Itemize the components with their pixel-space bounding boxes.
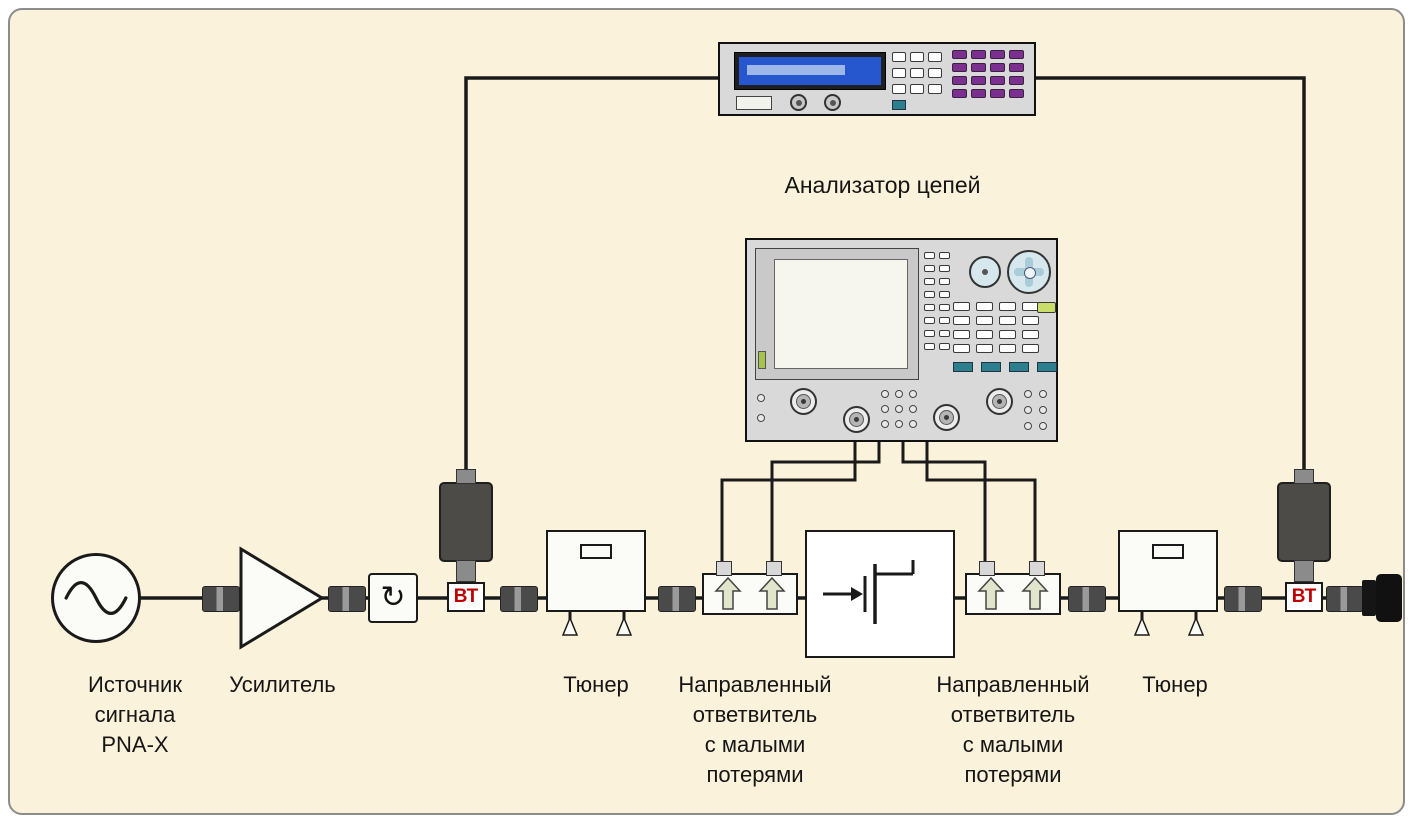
bt-badge-right: ВТ	[1285, 582, 1323, 612]
analyzer-wire-4	[925, 440, 1037, 574]
teal-key[interactable]	[1009, 362, 1029, 372]
coax-connector	[328, 586, 366, 612]
rf-port-3[interactable]	[933, 404, 960, 431]
circulator-arrow-icon: ↻	[380, 581, 406, 614]
tuner-slot	[1152, 544, 1184, 559]
rf-port-4[interactable]	[986, 388, 1013, 415]
coupler-port-stub	[1029, 561, 1045, 576]
analyzer-wire-1	[720, 440, 857, 574]
bt-text: ВТ	[1291, 586, 1317, 607]
port-pin	[801, 399, 806, 404]
directional-coupler-right	[965, 561, 1061, 615]
module-top-stub	[456, 469, 476, 484]
screen-bezel	[755, 248, 919, 380]
analyzer-nav-wheel[interactable]	[1007, 250, 1051, 294]
coupler-port-stub	[766, 561, 782, 576]
analyzer-knob-small[interactable]	[969, 256, 1001, 288]
network-analyzer-title: Анализатор цепей	[784, 172, 981, 198]
teal-key[interactable]	[1037, 362, 1057, 372]
amplifier	[238, 546, 326, 650]
terminator-load	[1376, 574, 1402, 622]
instrument-knob[interactable]	[824, 94, 841, 111]
function-key-grid[interactable]	[892, 52, 942, 94]
coax-connector	[658, 586, 696, 612]
knob-dot	[982, 269, 988, 275]
analyzer-wire-2	[770, 440, 881, 574]
coax-connector	[1224, 586, 1262, 612]
teal-key[interactable]	[892, 100, 906, 110]
numeric-keypad[interactable]	[952, 50, 1024, 98]
instrument-knob[interactable]	[790, 94, 807, 111]
teal-key[interactable]	[953, 362, 973, 372]
coupler-right-label: Направленный ответвитель с малыми потеря…	[936, 672, 1090, 787]
port-pin	[997, 399, 1002, 404]
amplifier-triangle-icon	[239, 546, 325, 650]
directional-coupler-left	[702, 561, 798, 615]
sine-wave-icon	[64, 581, 128, 615]
power-led	[758, 351, 766, 369]
coupler-port-stub	[979, 561, 995, 576]
transistor-icon	[823, 560, 915, 624]
coupled-arrows-icon	[977, 576, 1049, 610]
amplifier-label: Усилитель	[229, 672, 336, 697]
coax-connector	[1326, 586, 1364, 612]
port-ring	[796, 394, 811, 409]
signal-source	[51, 553, 141, 643]
analyzer-screen	[774, 259, 908, 369]
tuner-left	[546, 530, 646, 636]
network-analyzer	[745, 238, 1058, 442]
terminator-load-small	[1362, 580, 1376, 616]
bias-tee-module-left	[439, 469, 493, 582]
top-instrument	[718, 42, 1036, 116]
port-ring	[992, 394, 1007, 409]
device-under-test	[805, 530, 955, 658]
module-bottom-stub	[1294, 560, 1314, 582]
teal-key[interactable]	[981, 362, 1001, 372]
knob-dot	[829, 99, 836, 106]
coupler-left-label: Направленный ответвитель с малыми потеря…	[678, 672, 832, 787]
analyzer-wire-3	[901, 440, 987, 574]
measurement-setup-diagram: Анализатор цепей	[8, 8, 1405, 815]
coupler-port-stub	[716, 561, 732, 576]
coax-connector	[1068, 586, 1106, 612]
connector-dot-cluster	[1024, 390, 1047, 430]
module-bottom-stub	[456, 560, 476, 582]
isolator: ↻	[368, 573, 418, 623]
coax-connector	[202, 586, 240, 612]
top-instrument-display	[734, 52, 886, 90]
coupled-arrows-icon	[714, 576, 786, 610]
coax-connector	[500, 586, 538, 612]
rf-port-1[interactable]	[790, 388, 817, 415]
display-readout-bar	[747, 65, 845, 75]
module-top-stub	[1294, 469, 1314, 484]
port-ring	[939, 410, 954, 425]
knob-dot	[795, 99, 802, 106]
port-pin	[854, 417, 859, 422]
bt-badge-left: ВТ	[447, 582, 485, 612]
nav-wheel-center	[1024, 267, 1036, 279]
bias-tee-module-right	[1277, 469, 1331, 582]
main-key-grid[interactable]	[953, 302, 1039, 353]
softkey-column[interactable]	[924, 252, 950, 350]
tuner-probe	[1187, 610, 1205, 636]
green-key[interactable]	[1037, 302, 1056, 313]
cassette-slot	[736, 96, 772, 110]
tuner-left-label: Тюнер	[563, 672, 629, 697]
bt-text: ВТ	[453, 586, 479, 607]
tuner-slot	[580, 544, 612, 559]
port-pin	[944, 415, 949, 420]
tuner-probe	[1133, 610, 1151, 636]
port-ring	[849, 412, 864, 427]
right-riser-wire	[1034, 76, 1306, 482]
source-label: Источник сигнала PNA-X	[88, 672, 182, 757]
tuner-right-label: Тюнер	[1142, 672, 1208, 697]
tuner-probe	[615, 610, 633, 636]
left-riser-wire	[464, 76, 720, 482]
tuner-probe	[561, 610, 579, 636]
aux-dot-pair	[757, 394, 765, 422]
connector-dot-cluster	[881, 390, 917, 428]
rf-port-2[interactable]	[843, 406, 870, 433]
tuner-right	[1118, 530, 1218, 636]
